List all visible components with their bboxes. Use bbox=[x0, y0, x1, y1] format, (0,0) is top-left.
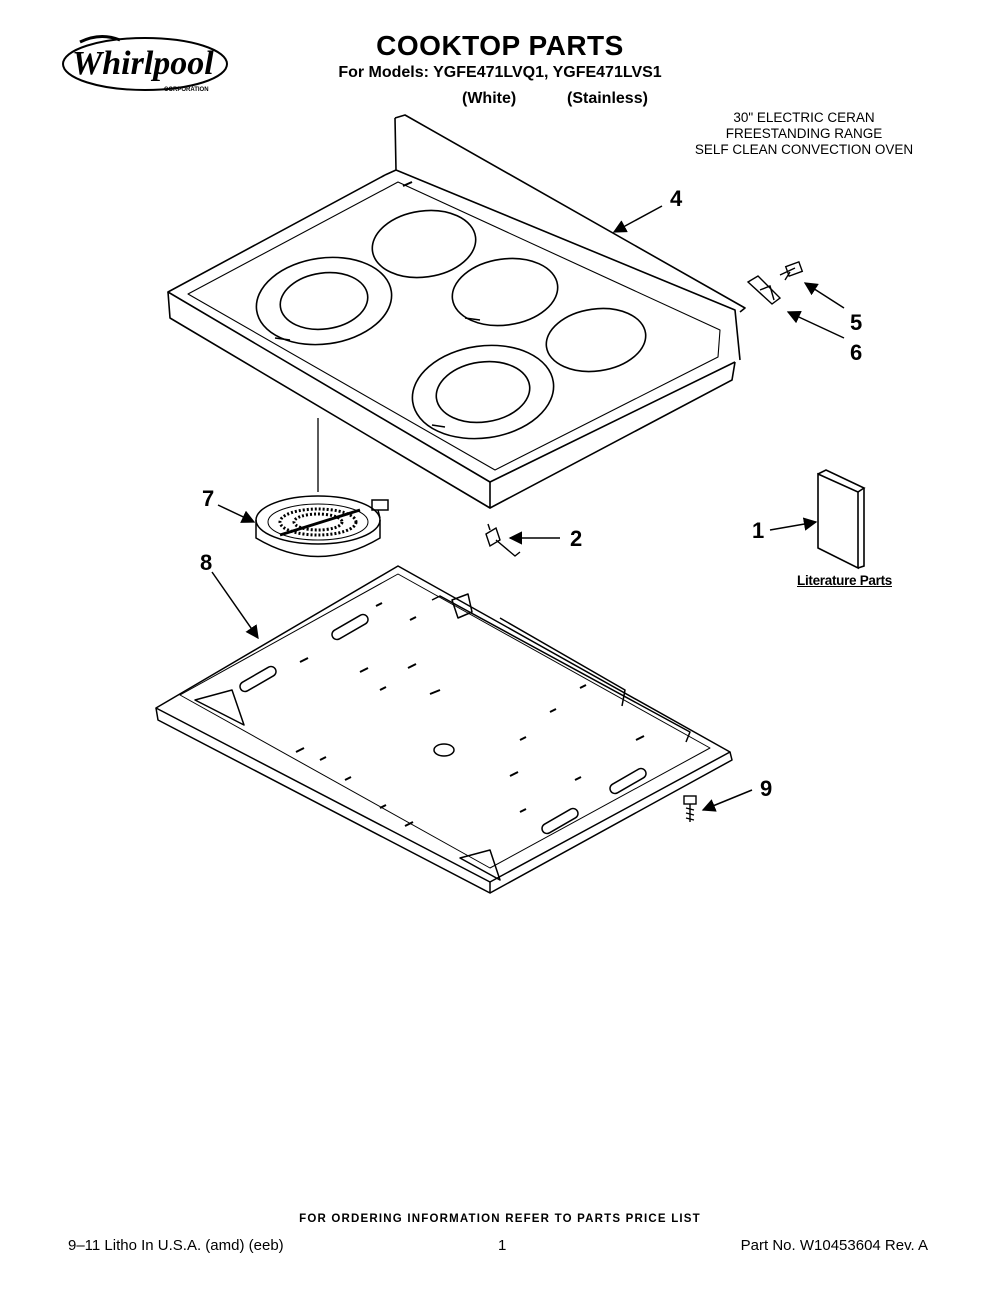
callout-number-4: 4 bbox=[670, 186, 683, 211]
callout-number-2: 2 bbox=[570, 526, 582, 551]
callout-arrow-1 bbox=[769, 517, 818, 531]
part-number: Part No. W10453604 Rev. A bbox=[740, 1237, 928, 1254]
variant-stainless: (Stainless) bbox=[567, 90, 648, 107]
variant-white: (White) bbox=[462, 90, 517, 107]
models-line: For Models: YGFE471LVQ1, YGFE471LVS1 bbox=[338, 64, 662, 81]
element-clip-drawing bbox=[485, 523, 521, 557]
ordering-note: FOR ORDERING INFORMATION REFER TO PARTS … bbox=[299, 1213, 701, 1225]
page-number: 1 bbox=[498, 1237, 507, 1254]
description-line: SELF CLEAN CONVECTION OVEN bbox=[694, 142, 914, 157]
product-description: 30" ELECTRIC CERAN FREESTANDING RANGE SE… bbox=[674, 110, 934, 158]
screw-drawing bbox=[683, 795, 697, 822]
literature-parts-label: Literature Parts bbox=[797, 573, 892, 588]
callout-number-9: 9 bbox=[760, 776, 772, 801]
bracket-screw-drawing bbox=[746, 261, 804, 305]
callout-arrow-8 bbox=[211, 571, 259, 640]
callout-arrow-7 bbox=[217, 504, 256, 523]
page-title: COOKTOP PARTS bbox=[376, 30, 624, 61]
radiant-element-drawing bbox=[255, 495, 389, 558]
callout-number-5: 5 bbox=[850, 310, 862, 335]
description-line: FREESTANDING RANGE bbox=[725, 126, 883, 141]
whirlpool-logo: Whirlpool CORPORATION bbox=[62, 35, 228, 93]
cooktop-glass-drawing bbox=[167, 114, 746, 509]
logo-subtext: CORPORATION bbox=[164, 87, 209, 93]
callout-number-8: 8 bbox=[200, 550, 212, 575]
callout-number-1: 1 bbox=[752, 518, 764, 543]
burner-box-tray-drawing bbox=[155, 565, 733, 894]
literature-card-drawing bbox=[817, 469, 866, 570]
callout-number-7: 7 bbox=[202, 486, 214, 511]
footer-litho: 9–11 Litho In U.S.A. (amd) (eeb) bbox=[68, 1237, 284, 1254]
callout-arrow-6 bbox=[786, 310, 845, 339]
logo-wordmark: Whirlpool bbox=[72, 45, 214, 82]
callout-arrow-5 bbox=[803, 282, 845, 309]
callout-arrow-9 bbox=[701, 789, 753, 812]
description-line: 30" ELECTRIC CERAN bbox=[733, 110, 875, 125]
callout-number-6: 6 bbox=[850, 340, 862, 365]
callout-arrow-4 bbox=[612, 205, 663, 233]
